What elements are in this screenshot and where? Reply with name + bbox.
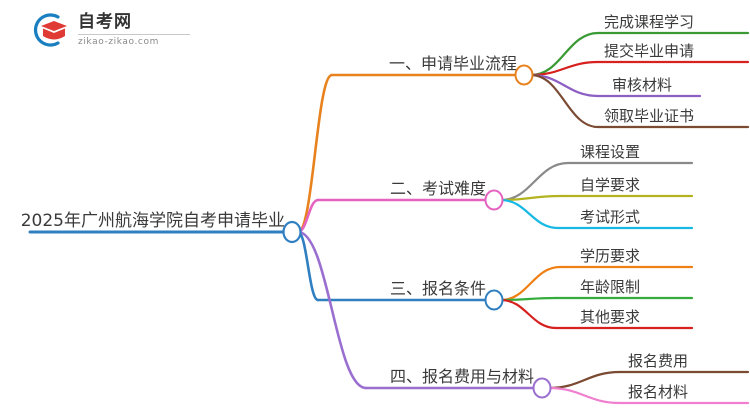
leaf-1-4-curve	[529, 73, 600, 129]
leaf-3-3-curve	[499, 298, 558, 330]
logo-glyph-icon	[33, 13, 67, 47]
branch-2-label: 二、考试难度	[390, 179, 486, 198]
leaf-4-1-curve	[547, 370, 622, 390]
leaf-3-3-label: 其他要求	[580, 308, 640, 326]
leaf-2-2-label: 自学要求	[580, 176, 640, 194]
branch-3-curve	[296, 230, 320, 302]
branch-4-curve	[296, 230, 368, 390]
branch-4-node[interactable]	[532, 377, 552, 399]
leaf-1-3-label: 审核材料	[612, 76, 672, 94]
leaf-3-2-label: 年龄限制	[580, 278, 640, 296]
leaf-1-4-label: 领取毕业证书	[604, 107, 694, 125]
leaf-2-1-label: 课程设置	[580, 143, 640, 161]
logo-text-block: 自考网 zikao-zikao.com	[78, 11, 190, 47]
logo-divider	[78, 33, 190, 35]
site-logo: 自考网 zikao-zikao.com	[28, 8, 208, 52]
leaf-2-1-curve	[499, 161, 570, 202]
leaf-3-1-curve	[499, 265, 562, 302]
leaf-2-3-curve	[499, 198, 560, 230]
branch-1-label: 一、申请毕业流程	[389, 54, 517, 73]
root-label: 2025年广州航海学院自考申请毕业	[21, 211, 285, 231]
logo-mark-icon	[28, 10, 70, 50]
branch-1-node[interactable]	[514, 64, 534, 86]
leaf-2-3-label: 考试形式	[580, 208, 640, 226]
leaf-1-1-label: 完成课程学习	[604, 13, 694, 31]
leaf-4-2-curve	[547, 386, 622, 405]
branch-2-node[interactable]	[484, 189, 504, 211]
leaf-4-1-label: 报名费用	[628, 352, 688, 370]
logo-title: 自考网	[78, 11, 132, 32]
branch-3-node[interactable]	[484, 289, 504, 311]
leaf-4-2-label: 报名材料	[628, 383, 688, 401]
leaf-3-1-label: 学历要求	[580, 247, 640, 265]
root-node[interactable]	[282, 220, 302, 244]
leaf-1-2-label: 提交毕业申请	[604, 42, 694, 60]
logo-url: zikao-zikao.com	[78, 36, 159, 47]
branch-4-label: 四、报名费用与材料	[390, 367, 534, 386]
mindmap-edges	[28, 31, 750, 405]
branch-1-curve	[296, 73, 334, 234]
branch-3-label: 三、报名条件	[390, 279, 486, 298]
